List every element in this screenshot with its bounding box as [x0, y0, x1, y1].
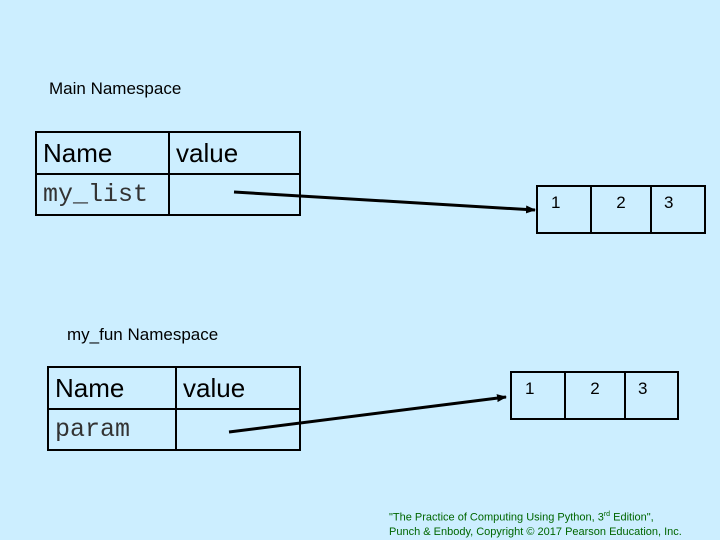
list-item: 2 [592, 187, 652, 232]
list-item: 3 [638, 379, 648, 398]
credit-line-1: "The Practice of Computing Using Python,… [389, 511, 654, 524]
copyright-credit: "The Practice of Computing Using Python,… [389, 508, 682, 539]
reference-arrow-bottom [228, 394, 507, 434]
value-header: value [168, 131, 301, 175]
variable-name-cell: param [47, 408, 177, 451]
value-header: value [175, 366, 301, 410]
main-namespace-title: Main Namespace [49, 79, 182, 98]
list-item: 2 [566, 373, 626, 418]
variable-name-cell: my_list [35, 173, 170, 216]
list-item: 1 [538, 187, 592, 232]
list-object-bottom: 1 2 3 [510, 371, 679, 420]
name-header: Name [47, 366, 177, 410]
fun-namespace-title: my_fun Namespace [67, 325, 219, 344]
credit-line-2: Punch & Enbody, Copyright © 2017 Pearson… [389, 525, 682, 538]
fun-namespace-table: Name value param [47, 366, 301, 451]
reference-arrow-top [233, 190, 536, 214]
name-header: Name [35, 131, 170, 175]
list-item: 3 [664, 193, 674, 212]
list-item: 1 [512, 373, 566, 418]
list-object-top: 1 2 3 [536, 185, 706, 234]
